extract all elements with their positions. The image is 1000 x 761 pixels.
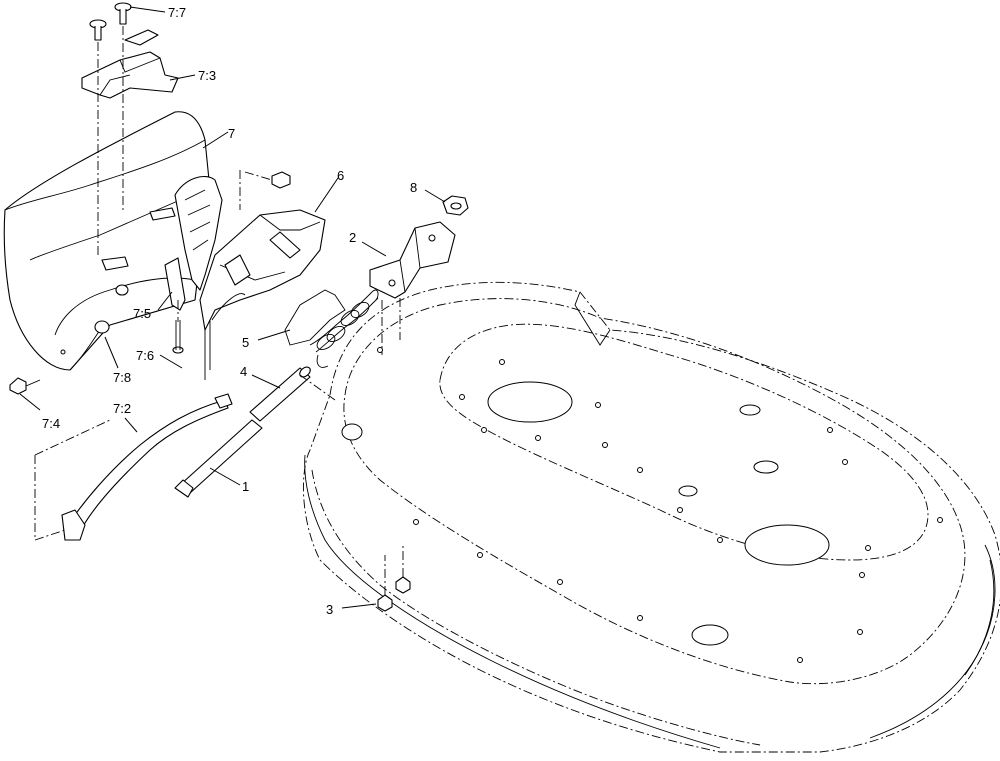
spring-5 (284, 289, 379, 368)
callout-7-6: 7:6 (136, 348, 154, 363)
callout-7-2: 7:2 (113, 401, 131, 416)
callout-4: 4 (240, 364, 247, 379)
callout-7-5: 7:5 (133, 306, 151, 321)
rivet-shank (94, 26, 102, 41)
deck-rim-inner (311, 469, 761, 746)
discharge-chute (3, 111, 211, 371)
deck-outer-outline (303, 281, 1000, 753)
callout-7-7: 7:7 (168, 5, 186, 20)
nut-8 (442, 195, 469, 216)
bracket-7-5 (164, 257, 186, 311)
spindle-hole-left (487, 381, 573, 423)
chute-slot (101, 256, 129, 271)
callout-labels: 7:7 7:3 7 6 8 2 7:5 5 7:6 4 7:8 7:4 7:2 … (42, 5, 417, 617)
latch-assembly (81, 2, 179, 258)
leader-lines (19, 6, 446, 609)
strap-7-2 (34, 393, 233, 541)
callout-5: 5 (242, 335, 249, 350)
screw-top (239, 170, 291, 210)
deflector-baffle (174, 176, 326, 380)
callout-8: 8 (410, 180, 417, 195)
callout-2: 2 (349, 230, 356, 245)
bracket-2 (369, 221, 456, 355)
callout-7-8: 7:8 (113, 370, 131, 385)
bolt-7-6 (172, 300, 184, 354)
callout-6: 6 (337, 168, 344, 183)
deck-right-rim (869, 544, 996, 739)
deck-plate-inner (439, 323, 929, 561)
callout-7-3: 7:3 (198, 68, 216, 83)
bolts-3 (377, 545, 411, 612)
callout-7: 7 (228, 126, 235, 141)
pin-1 (174, 419, 263, 498)
chute-nut (115, 284, 129, 296)
bolt-hole (691, 624, 729, 646)
bolt-hole (341, 423, 363, 441)
bolt-7-4 (9, 377, 41, 395)
deck-right-rim-inner (964, 559, 995, 676)
deck-small-holes (377, 347, 943, 663)
chute-slot (149, 207, 176, 221)
rivet-shank (119, 9, 127, 25)
nut-7-8 (94, 320, 110, 334)
center-hole (753, 460, 779, 474)
callout-1: 1 (242, 479, 249, 494)
mower-deck (303, 281, 1000, 753)
spacer-4 (249, 366, 336, 422)
bolt-hole (739, 404, 761, 416)
callout-3: 3 (326, 602, 333, 617)
deck-rim (304, 454, 721, 749)
spindle-hole-right (744, 524, 830, 566)
deck-top-plate (343, 298, 966, 685)
bolt-hole (678, 485, 698, 497)
callout-7-4: 7:4 (42, 416, 60, 431)
deck-housing-edge (574, 291, 611, 346)
